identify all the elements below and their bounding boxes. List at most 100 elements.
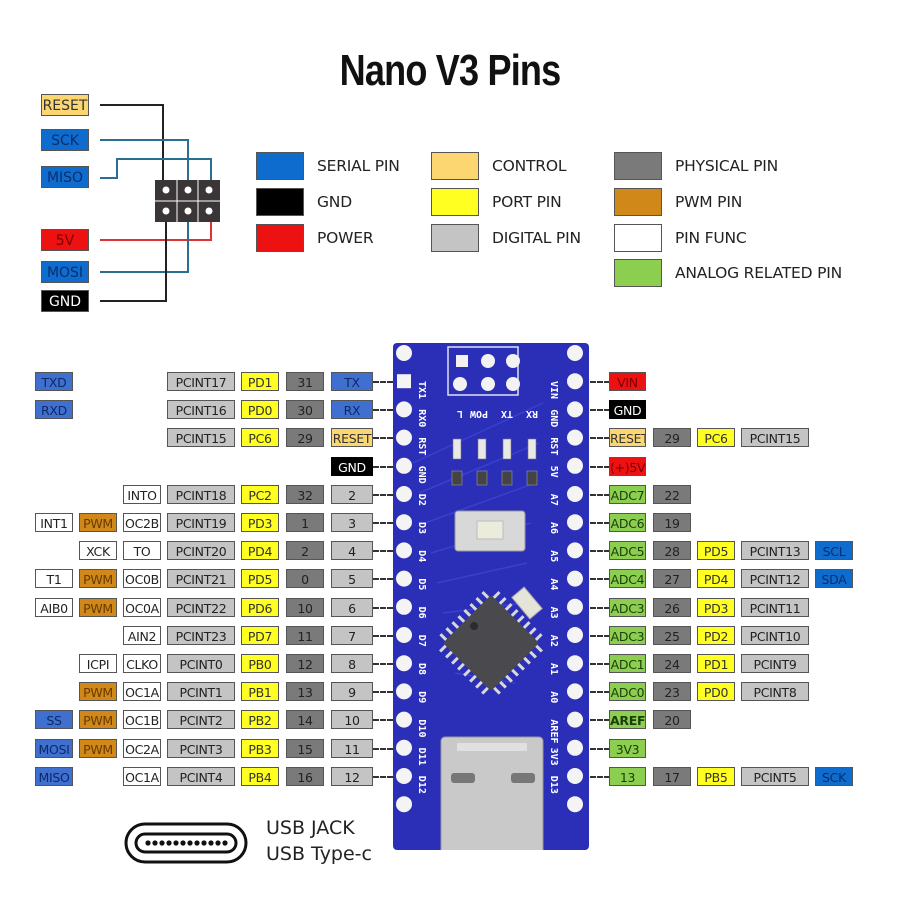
board-pin-hole bbox=[397, 374, 411, 389]
isp-wires bbox=[100, 104, 220, 302]
left-func-pin: OC1A bbox=[123, 767, 161, 786]
left-extra-pin: INT1 bbox=[35, 513, 73, 532]
board-pin-hole bbox=[396, 768, 412, 784]
board-silk-right: A6 bbox=[548, 522, 559, 534]
pin-connector-line bbox=[590, 691, 610, 693]
board-icsp-pad bbox=[453, 377, 467, 391]
left-extra-pin: AIB0 bbox=[35, 598, 73, 617]
left-board-pin-label: 4 bbox=[331, 541, 373, 560]
board-pin-hole bbox=[396, 683, 412, 700]
left-board-pin-label: 7 bbox=[331, 626, 373, 645]
board-silk-right: A2 bbox=[548, 635, 559, 647]
board-silk-right: A3 bbox=[548, 607, 559, 619]
right-physical-pin: 22 bbox=[653, 485, 691, 504]
board-pin-hole bbox=[396, 345, 412, 361]
right-board-pin-label: AREF bbox=[609, 710, 646, 729]
left-physical-pin: 15 bbox=[286, 739, 324, 758]
left-physical-pin: 31 bbox=[286, 372, 324, 391]
left-board-pin-label: RX bbox=[331, 400, 373, 419]
isp-header-block bbox=[155, 180, 220, 222]
right-port-pin: PC6 bbox=[697, 428, 735, 447]
pin-connector-line bbox=[590, 522, 610, 524]
left-pcint-pin: PCINT20 bbox=[167, 541, 235, 560]
right-physical-pin: 27 bbox=[653, 569, 691, 588]
usb-c-latch bbox=[451, 773, 475, 783]
board-icsp-pad bbox=[506, 377, 520, 391]
board-pin-hole bbox=[396, 711, 412, 728]
left-board-pin-label: 3 bbox=[331, 513, 373, 532]
board-silk-right: D13 bbox=[548, 776, 559, 794]
usb-contact-dot bbox=[173, 840, 179, 846]
board-pin-hole bbox=[396, 570, 412, 587]
right-board-pin-label: ADC4 bbox=[609, 569, 646, 588]
usb-contact-dot bbox=[152, 840, 158, 846]
board-silk-left: D11 bbox=[416, 748, 427, 766]
reset-button-cap bbox=[476, 520, 504, 540]
board-icsp-pad bbox=[481, 354, 495, 368]
left-pwm-pin: PWM bbox=[79, 682, 117, 701]
board-pin-hole bbox=[396, 739, 412, 756]
board-pin-hole bbox=[396, 542, 412, 559]
usb-c-connector bbox=[440, 736, 544, 850]
left-physical-pin: 16 bbox=[286, 767, 324, 786]
legend-label-serial-pin: SERIAL PIN bbox=[317, 157, 400, 175]
board-resistor bbox=[501, 470, 513, 486]
usb-contact-dot bbox=[208, 840, 214, 846]
right-pcint-pin: PCINT8 bbox=[741, 682, 809, 701]
board-icsp-pad bbox=[456, 355, 468, 367]
left-port-pin: PD3 bbox=[241, 513, 279, 532]
right-pcint-pin: PCINT12 bbox=[741, 569, 809, 588]
board-silk-left: D10 bbox=[416, 719, 427, 737]
right-extra-pin: SCL bbox=[815, 541, 853, 560]
board-pin-hole bbox=[567, 598, 583, 615]
usb-contact-dot bbox=[201, 840, 207, 846]
board-led bbox=[477, 438, 487, 460]
usb-contact-dot bbox=[159, 840, 165, 846]
board-pin-hole bbox=[567, 655, 583, 672]
legend-swatch-analog-related-pin bbox=[614, 259, 662, 287]
left-board-pin-label: 12 bbox=[331, 767, 373, 786]
legend-label-port-pin: PORT PIN bbox=[492, 193, 562, 211]
pin-connector-line bbox=[590, 663, 610, 665]
pin-connector-line bbox=[590, 578, 610, 580]
board-pin-hole bbox=[567, 768, 583, 784]
left-port-pin: PD7 bbox=[241, 626, 279, 645]
left-func-pin: OC2B bbox=[123, 513, 161, 532]
left-func-pin: OC1B bbox=[123, 710, 161, 729]
left-pcint-pin: PCINT15 bbox=[167, 428, 235, 447]
board-pin-hole bbox=[567, 457, 583, 474]
pin-connector-line bbox=[590, 748, 610, 750]
left-board-pin-label: 2 bbox=[331, 485, 373, 504]
pin-connector-line bbox=[373, 409, 393, 411]
board-silk-right: A1 bbox=[548, 663, 559, 675]
board-led bbox=[452, 438, 462, 460]
right-board-pin-label: (+)5V bbox=[609, 457, 646, 476]
left-physical-pin: 32 bbox=[286, 485, 324, 504]
left-physical-pin: 12 bbox=[286, 654, 324, 673]
pin-connector-line bbox=[590, 381, 610, 383]
right-extra-pin: SCK bbox=[815, 767, 853, 786]
pin-connector-line bbox=[590, 635, 610, 637]
usb-contact-dot bbox=[187, 840, 193, 846]
left-port-pin: PB2 bbox=[241, 710, 279, 729]
board-pin-hole bbox=[567, 345, 583, 361]
left-func-alt-pin: ICPI bbox=[79, 654, 117, 673]
legend-label-physical-pin: PHYSICAL PIN bbox=[675, 157, 778, 175]
isp-label-5v: 5V bbox=[41, 229, 89, 251]
board-pin-hole bbox=[396, 627, 412, 643]
left-board-pin-label: GND bbox=[331, 457, 373, 476]
board-silk-left: RX0 bbox=[416, 409, 427, 427]
left-func-pin: INTO bbox=[123, 485, 161, 504]
pin-connector-line bbox=[590, 776, 610, 778]
board-pin-hole bbox=[396, 796, 412, 813]
legend-swatch-control bbox=[431, 152, 479, 180]
usb-contact-dot bbox=[166, 840, 172, 846]
board-silk-left: RST bbox=[416, 437, 427, 455]
left-func-pin: AIN2 bbox=[123, 626, 161, 645]
board-pin-hole bbox=[567, 683, 583, 700]
right-port-pin: PD1 bbox=[697, 654, 735, 673]
pin-connector-line bbox=[373, 748, 393, 750]
legend-label-control: CONTROL bbox=[492, 157, 567, 175]
right-board-pin-label: GND bbox=[609, 400, 646, 419]
